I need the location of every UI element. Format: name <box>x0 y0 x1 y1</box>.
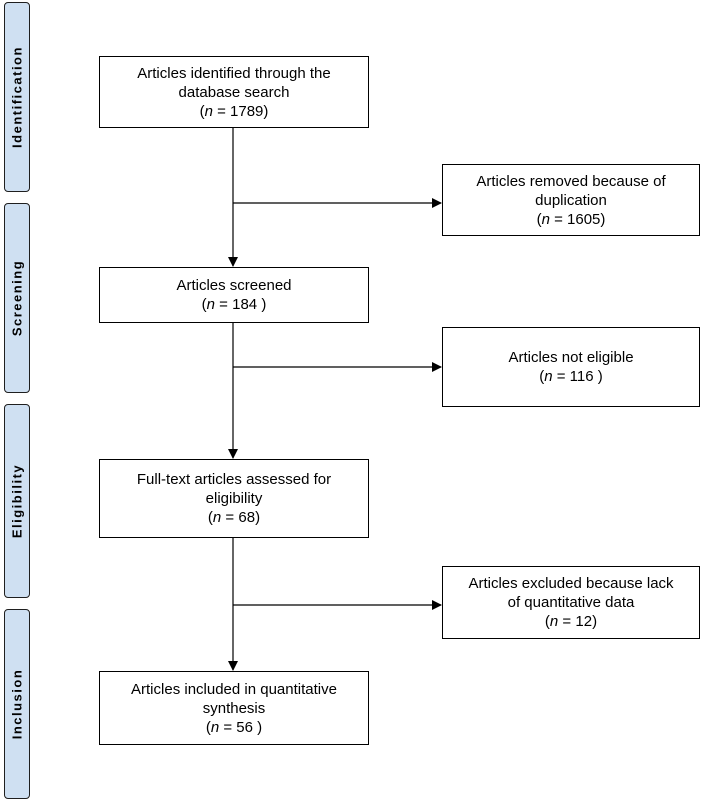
phase-eligibility: Eligibility <box>4 404 30 598</box>
prisma-flow-diagram: Identification Screening Eligibility Inc… <box>4 0 708 803</box>
phase-identification: Identification <box>4 2 30 192</box>
box-identified: Articles identified through the database… <box>99 56 369 128</box>
box-text: Articles screened <box>176 277 292 294</box>
flow-connectors <box>228 128 442 671</box>
box-excluded: Articles excluded because lack of quanti… <box>442 566 700 639</box>
box-text: Articles removed because of <box>476 172 666 190</box>
box-count: (n = 1789) <box>199 102 269 120</box>
box-count: (n = 1605) <box>536 210 606 228</box>
phase-screening: Screening <box>4 203 30 393</box>
box-text: Articles identified through the <box>137 64 331 82</box>
box-not-eligible: Articles not eligible (n = 116 ) <box>442 327 700 407</box>
box-text: database search <box>178 83 290 101</box>
box-text: synthesis <box>202 699 266 717</box>
box-included: Articles included in quantitative synthe… <box>99 671 369 745</box>
box-count: (n = 68) <box>207 509 261 526</box>
box-fulltext: Full-text articles assessed for eligibil… <box>99 459 369 538</box>
box-duplicates: Articles removed because of duplication … <box>442 164 700 236</box>
box-count: (n = 116 ) <box>539 368 603 385</box>
box-text: Articles not eligible <box>508 349 634 366</box>
box-screened: Articles screened (n = 184 ) <box>99 267 369 323</box>
box-count: (n = 184 ) <box>201 296 267 313</box>
box-count: (n = 56 ) <box>205 718 263 736</box>
box-text: of quantitative data <box>507 594 635 611</box>
box-text: Full-text articles assessed for <box>136 471 332 488</box>
box-text: duplication <box>535 191 607 209</box>
phase-inclusion: Inclusion <box>4 609 30 799</box>
box-count: (n = 12) <box>544 613 598 630</box>
box-text: eligibility <box>205 490 263 507</box>
box-text: Articles excluded because lack <box>468 575 674 592</box>
box-text: Articles included in quantitative <box>131 680 337 698</box>
